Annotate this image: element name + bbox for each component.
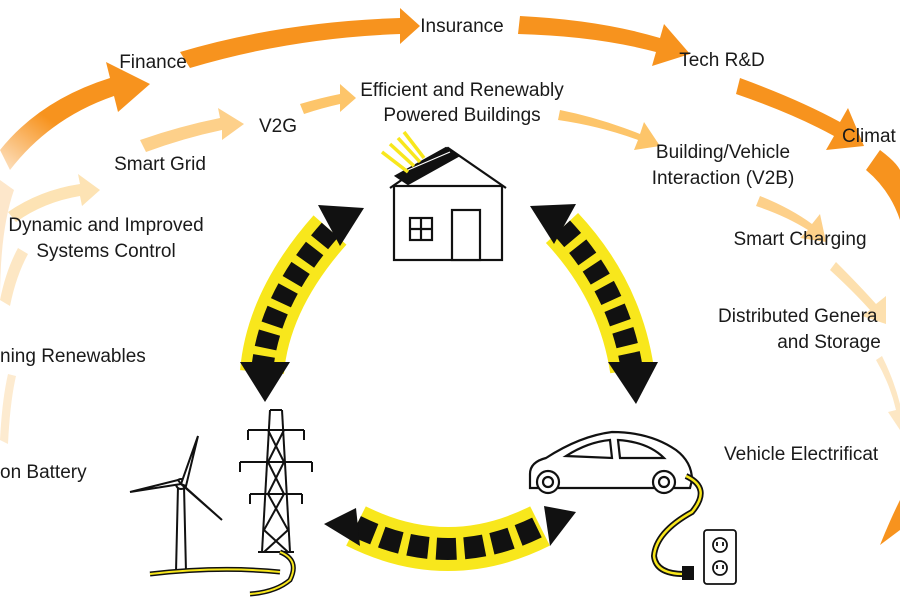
label-renewables: ning Renewables bbox=[0, 346, 146, 367]
label-v2b-line1: Building/Vehicle bbox=[656, 142, 790, 163]
wind-turbine-icon bbox=[129, 435, 281, 577]
inner-ring-arrows bbox=[0, 84, 900, 444]
label-distributed-line2: and Storage bbox=[777, 332, 881, 353]
cycle-arrow-house-vehicle bbox=[530, 204, 658, 404]
label-insurance: Insurance bbox=[420, 16, 503, 37]
label-dynamic-line2: Systems Control bbox=[36, 241, 175, 262]
outer-ring-arrows bbox=[0, 8, 900, 545]
house-with-solar-panel-icon bbox=[380, 130, 507, 262]
outer-arrow-right-lower bbox=[866, 150, 900, 220]
label-climate: Climat bbox=[842, 126, 897, 147]
power-outlet-icon bbox=[703, 529, 737, 585]
label-distributed-line1: Distributed Genera bbox=[718, 306, 878, 327]
outer-arrow-left-lower bbox=[0, 62, 150, 170]
label-efficient-line2: Powered Buildings bbox=[383, 105, 540, 126]
outer-arrow-left-mid bbox=[180, 8, 420, 68]
label-smart-charging: Smart Charging bbox=[733, 229, 866, 250]
charging-cable bbox=[650, 473, 704, 580]
label-battery: on Battery bbox=[0, 462, 87, 483]
electric-car-icon bbox=[528, 430, 694, 495]
outer-arrow-bottom-right bbox=[880, 500, 900, 545]
label-dynamic-line1: Dynamic and Improved bbox=[8, 215, 203, 236]
label-vehicle-electrification: Vehicle Electrificat bbox=[724, 444, 879, 465]
label-efficient-line1: Efficient and Renewably bbox=[360, 80, 564, 101]
label-finance: Finance bbox=[119, 52, 187, 73]
transmission-tower-icon bbox=[239, 409, 313, 597]
cycle-arrow-house-grid bbox=[240, 205, 364, 402]
cycle-arrow-grid-vehicle bbox=[324, 506, 576, 571]
label-tech-rd: Tech R&D bbox=[679, 50, 765, 71]
outer-arrow-left-edge bbox=[0, 180, 14, 300]
outer-arrow-right bbox=[736, 78, 864, 150]
outer-arrow-top-right bbox=[518, 16, 690, 66]
label-v2b-line2: Interaction (V2B) bbox=[652, 168, 795, 189]
label-v2g: V2G bbox=[259, 116, 297, 137]
label-smart-grid: Smart Grid bbox=[114, 154, 206, 175]
